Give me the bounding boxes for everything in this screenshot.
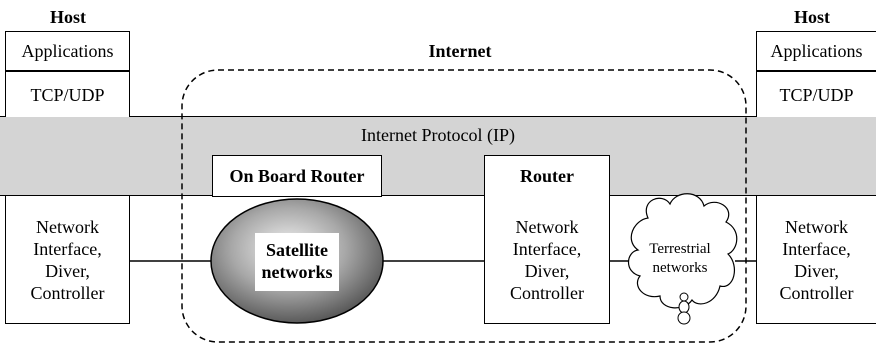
- left-tcpudp-box: TCP/UDP: [5, 71, 130, 117]
- onboard-router-box: On Board Router: [212, 155, 382, 197]
- person-icon: [677, 292, 691, 325]
- left-host-title: Host: [50, 7, 86, 27]
- ip-layer-label: Internet Protocol (IP): [361, 125, 515, 145]
- left-network-interface-box: Network Interface, Diver, Controller: [5, 196, 130, 324]
- satellite-networks-label: Satellite networks: [261, 240, 333, 282]
- satellite-label-bg: [255, 233, 339, 291]
- right-tcpudp-box: TCP/UDP: [756, 71, 876, 117]
- right-host-title: Host: [794, 7, 830, 27]
- router-network-interface-box: Network Interface, Diver, Controller: [484, 196, 610, 324]
- internet-label: Internet: [428, 41, 492, 61]
- ip-layer-band: [0, 116, 876, 196]
- terrestrial-cloud-icon: [627, 193, 738, 309]
- right-applications-box: Applications: [756, 31, 876, 71]
- internet-boundary: [181, 69, 747, 343]
- terrestrial-networks-label: Terrestrial networks: [649, 241, 711, 276]
- right-network-interface-box: Network Interface, Diver, Controller: [756, 196, 876, 324]
- router-box: Router: [484, 155, 610, 197]
- left-applications-box: Applications: [5, 31, 130, 71]
